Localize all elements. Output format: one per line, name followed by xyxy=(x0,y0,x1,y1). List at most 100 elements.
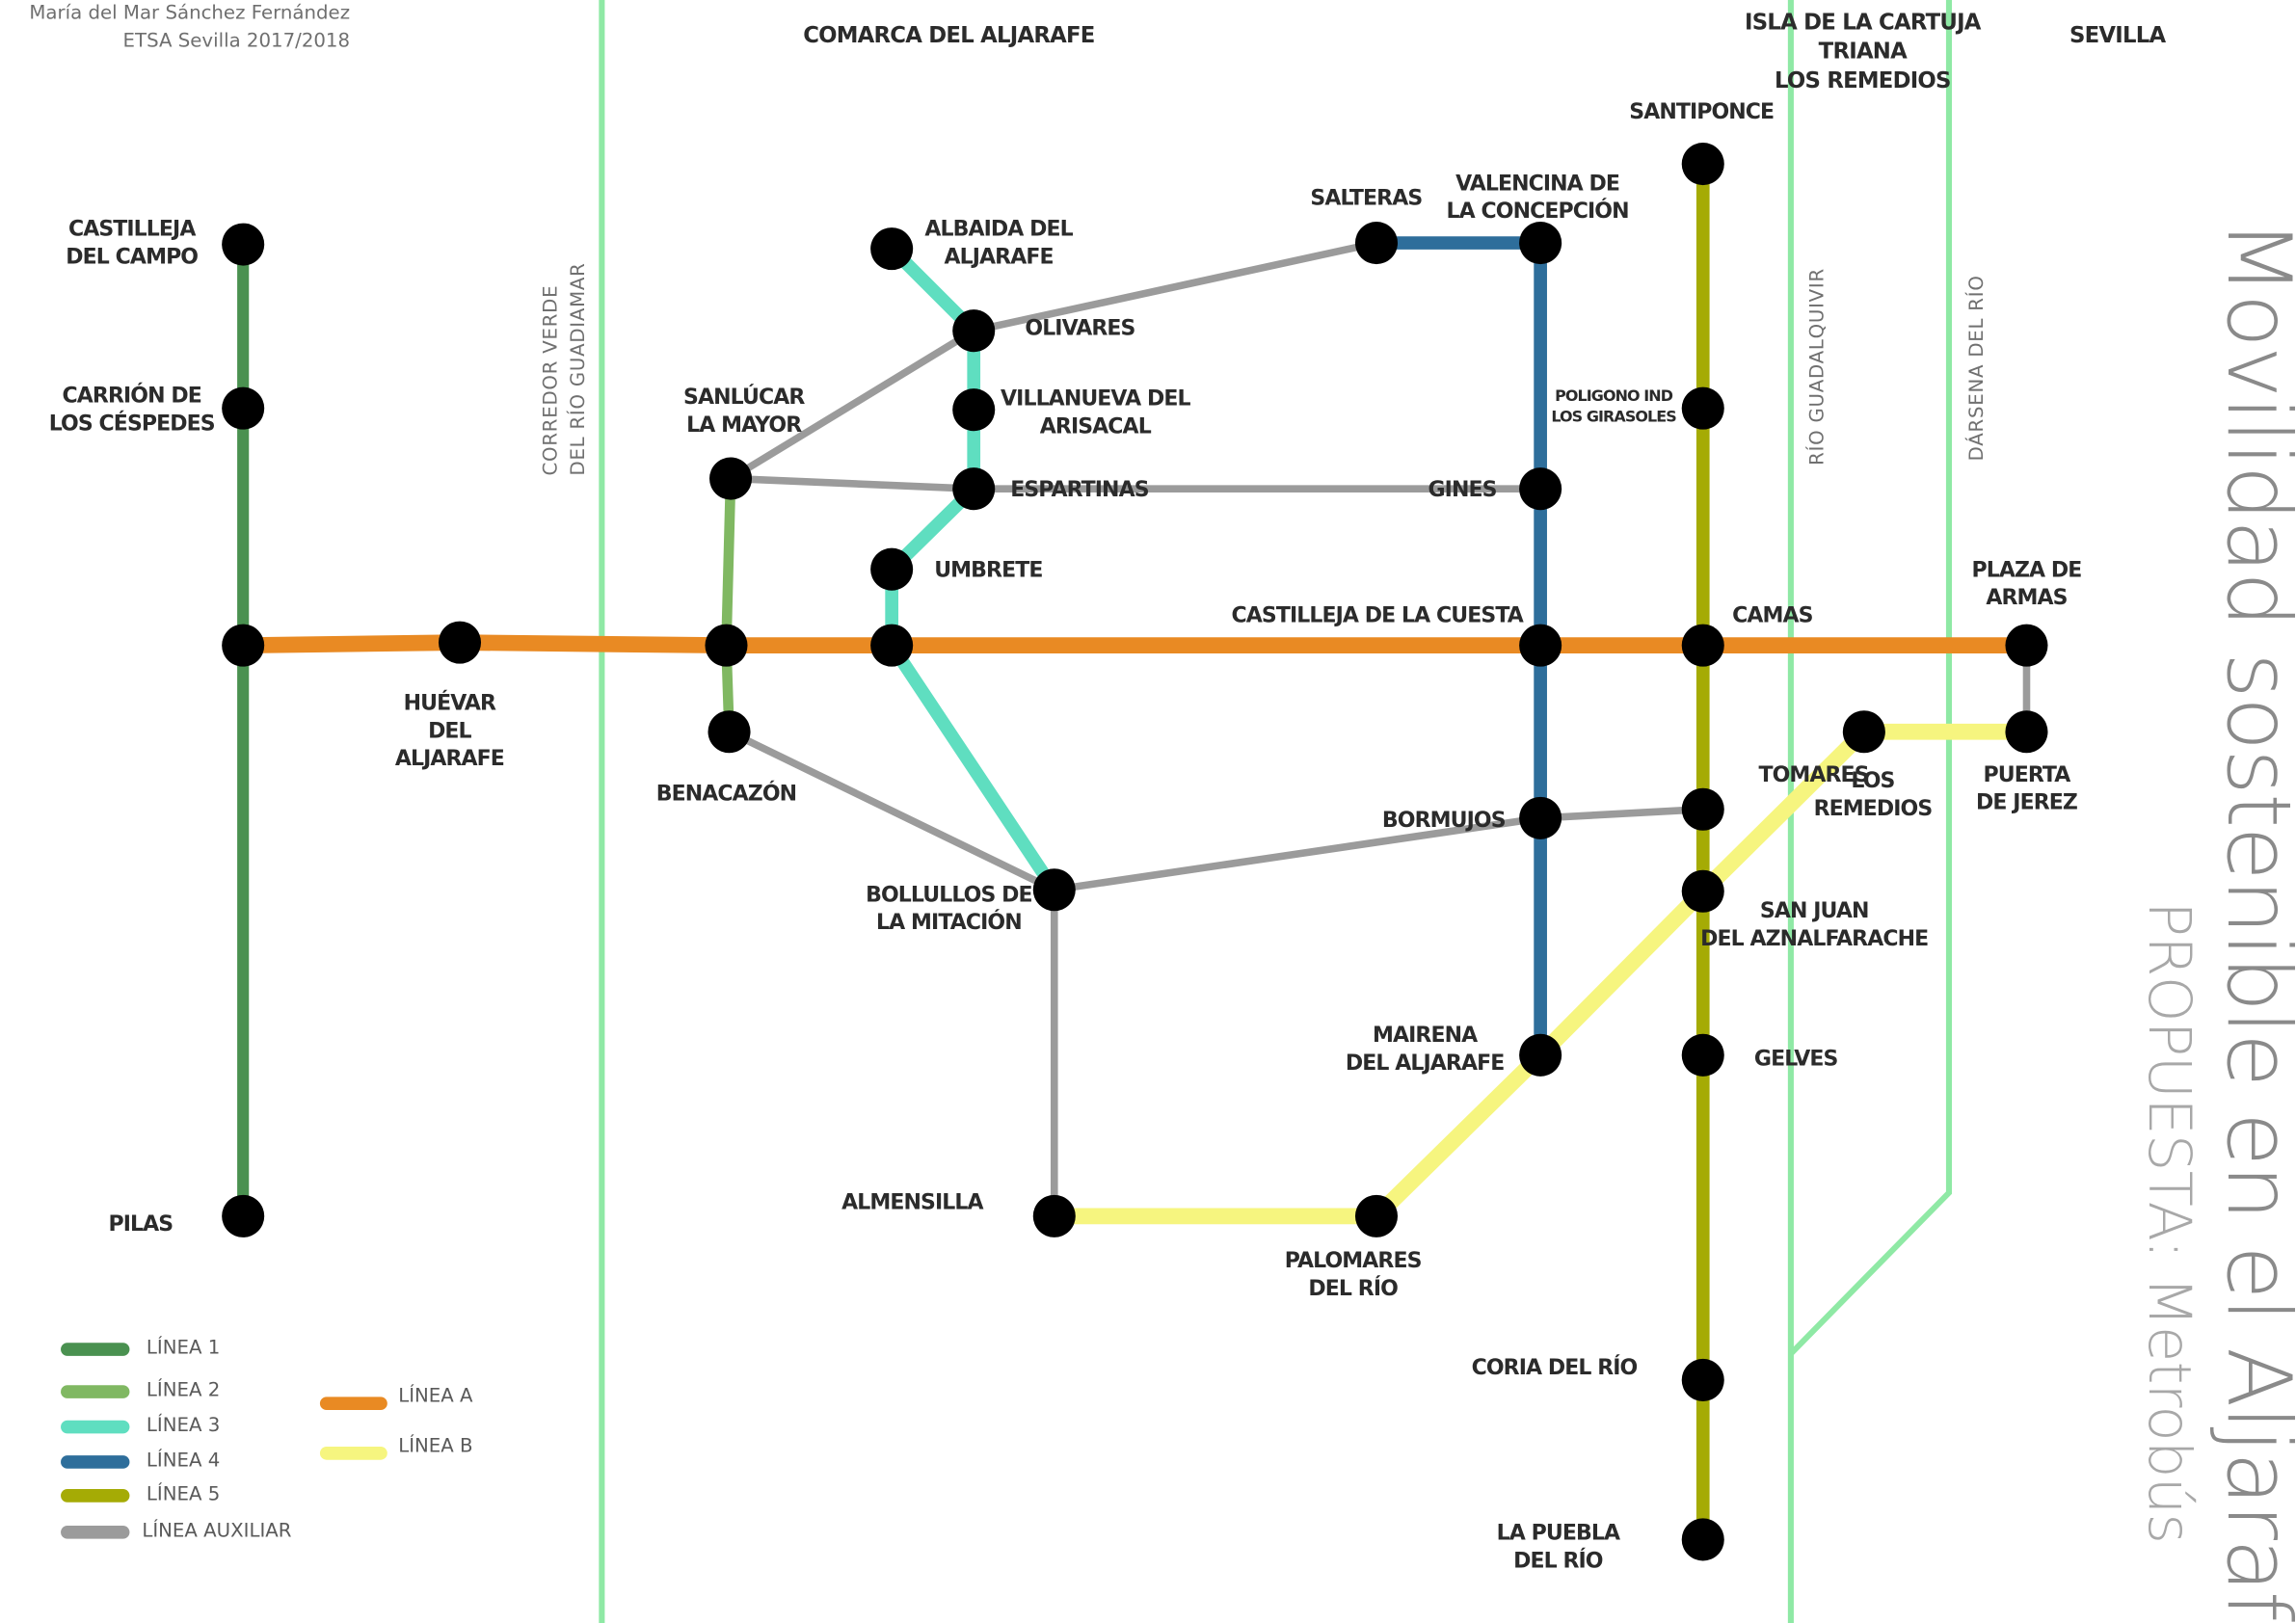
station-dot-carrion[interactable] xyxy=(222,386,265,430)
station-label-puerta-jerez: PUERTA xyxy=(1984,763,2071,787)
route-lineaA[interactable] xyxy=(243,634,2027,654)
author-name: María del Mar Sánchez Fernández xyxy=(29,2,350,24)
station-label-los-remedios: LOS xyxy=(1851,769,1894,793)
station-dot-olivares[interactable] xyxy=(952,309,996,353)
station-label-villanueva: VILLANUEVA DEL xyxy=(1001,387,1190,412)
river-darsena xyxy=(1788,0,1953,1356)
station-dot-umbrete[interactable] xyxy=(870,547,914,591)
station-dot-palomares[interactable] xyxy=(1354,1194,1399,1237)
region-label-sevilla: SEVILLA xyxy=(2069,23,2167,48)
station-label-coria: CORIA DEL RÍO xyxy=(1472,1355,1638,1380)
route-linea2[interactable] xyxy=(721,478,736,732)
station-label-bollullos: BOLLULLOS DE xyxy=(866,883,1032,907)
station-dot-gelves[interactable] xyxy=(1681,1033,1724,1077)
station-dot-santiponce[interactable] xyxy=(1681,143,1724,186)
station-dot-j-l3-a[interactable] xyxy=(870,624,914,667)
station-label-camas: CAMAS xyxy=(1732,603,1813,627)
station-dot-valencina[interactable] xyxy=(1519,222,1562,265)
station-dot-castilleja-campo[interactable] xyxy=(222,223,265,266)
station-label-villanueva: ARISACAL xyxy=(1040,414,1152,439)
station-dot-almensilla[interactable] xyxy=(1032,1194,1076,1237)
station-dot-j-l2-a[interactable] xyxy=(705,624,748,667)
station-label-plaza-armas: PLAZA DE xyxy=(1972,558,2082,582)
station-label-puerta-jerez: DE JEREZ xyxy=(1976,791,2077,815)
legend-label: LÍNEA 4 xyxy=(147,1450,220,1472)
station-dot-salteras[interactable] xyxy=(1354,222,1399,265)
station-label-salteras: SALTERAS xyxy=(1310,187,1422,211)
legend-label: LÍNEA 5 xyxy=(147,1482,220,1504)
station-dot-los-remedios[interactable] xyxy=(1842,710,1885,754)
station-dot-bollullos[interactable] xyxy=(1032,868,1076,912)
region-label-cartuja: TRIANA xyxy=(1819,40,1908,65)
station-label-umbrete: UMBRETE xyxy=(934,558,1042,582)
author-block: María del Mar Sánchez Fernández ETSA Sev… xyxy=(29,2,350,52)
station-label-los-remedios: REMEDIOS xyxy=(1814,797,1933,821)
station-label-san-juan: DEL AZNALFARACHE xyxy=(1700,927,1928,951)
station-label-plaza-armas: ARMAS xyxy=(1986,586,2067,610)
station-dot-castilleja-cuesta[interactable] xyxy=(1519,624,1562,667)
station-label-poligono: POLIGONO IND xyxy=(1555,386,1673,405)
station-dot-plaza-armas[interactable] xyxy=(2005,624,2048,667)
station-label-mairena: DEL ALJARAFE xyxy=(1346,1051,1504,1076)
station-label-valencina: LA CONCEPCIÓN xyxy=(1447,199,1629,224)
station-dot-pilas[interactable] xyxy=(222,1194,265,1237)
station-label-castilleja-campo: CASTILLEJA xyxy=(68,217,196,241)
station-label-castilleja-campo: DEL CAMPO xyxy=(66,245,198,269)
station-dot-san-juan[interactable] xyxy=(1681,869,1724,913)
station-dot-espartinas[interactable] xyxy=(952,467,996,511)
river-label-guadiamar: CORREDOR VERDE xyxy=(539,285,561,476)
station-label-poligono: LOS GIRASOLES xyxy=(1551,407,1676,425)
map-title: Movilidad sostenible en el Aljarafe PROP… xyxy=(2135,220,2296,1623)
station-dot-albaida[interactable] xyxy=(870,227,914,271)
station-label-carrion: LOS CÉSPEDES xyxy=(49,411,215,436)
station-label-la-puebla: DEL RÍO xyxy=(1513,1548,1603,1573)
station-dot-puerta-jerez[interactable] xyxy=(2005,710,2048,754)
station-label-albaida: ALJARAFE xyxy=(944,245,1053,269)
station-dot-j-l1-a[interactable] xyxy=(222,624,265,667)
station-label-gelves: GELVES xyxy=(1754,1047,1838,1071)
legend-label: LÍNEA 3 xyxy=(147,1414,220,1436)
station-label-tomares: TOMARES xyxy=(1758,763,1868,787)
station-dot-gines[interactable] xyxy=(1519,467,1562,511)
station-label-valencina: VALENCINA DE xyxy=(1455,172,1619,196)
route-linea4[interactable] xyxy=(1375,236,1547,1055)
route-aux1[interactable] xyxy=(729,239,1377,482)
station-dot-coria[interactable] xyxy=(1681,1358,1724,1401)
station-dot-huevar[interactable] xyxy=(438,621,482,664)
river-label-guadiamar: DEL RÍO GUADIAMAR xyxy=(567,262,589,475)
station-dot-benacazon[interactable] xyxy=(707,710,751,754)
author-school: ETSA Sevilla 2017/2018 xyxy=(123,30,351,52)
station-label-almensilla: ALMENSILLA xyxy=(841,1190,983,1214)
title-sub: PROPUESTA: Metrobús xyxy=(2135,901,2203,1543)
station-label-sanlucar: SANLÚCAR xyxy=(683,385,805,410)
station-dot-bormujos[interactable] xyxy=(1519,796,1562,839)
station-label-santiponce: SANTIPONCE xyxy=(1629,100,1774,124)
station-dot-mairena[interactable] xyxy=(1519,1033,1562,1077)
station-label-castilleja-cuesta: CASTILLEJA DE LA CUESTA xyxy=(1232,603,1524,627)
station-label-palomares: DEL RÍO xyxy=(1308,1276,1398,1301)
river-label-darsena: DÁRSENA DEL RÍO xyxy=(1965,275,1988,461)
station-label-albaida: ALBAIDA DEL xyxy=(924,217,1073,241)
route-lineaB[interactable] xyxy=(1054,723,2027,1225)
station-dot-camas[interactable] xyxy=(1681,624,1724,667)
station-label-huevar: DEL xyxy=(428,719,472,743)
station-label-pilas: PILAS xyxy=(108,1212,173,1237)
station-label-bormujos: BORMUJOS xyxy=(1382,809,1506,833)
station-dot-la-puebla[interactable] xyxy=(1681,1518,1724,1561)
station-dot-sanlucar[interactable] xyxy=(709,457,753,500)
legend-label: LÍNEA 1 xyxy=(147,1337,220,1359)
station-dot-poligono[interactable] xyxy=(1681,386,1724,430)
station-dot-villanueva[interactable] xyxy=(952,388,996,432)
station-label-bollullos: LA MITACIÓN xyxy=(876,910,1022,935)
station-label-benacazon: BENACAZÓN xyxy=(656,782,796,807)
legend-label: LÍNEA A xyxy=(398,1385,473,1407)
rivers-layer: CORREDOR VERDE DEL RÍO GUADIAMAR RÍO GUADA… xyxy=(539,0,2167,1623)
station-label-carrion: CARRIÓN DE xyxy=(63,384,201,409)
legend: LÍNEA 1 LÍNEA 2 LÍNEA 3 LÍNEA 4 LÍNEA 5 LÍNEA… xyxy=(61,1337,473,1541)
route-aux3[interactable] xyxy=(727,728,1703,894)
station-dot-tomares[interactable] xyxy=(1681,787,1724,831)
routes-layer xyxy=(237,164,2031,1540)
river-label-guadalquivir: RÍO GUADALQUIVIR xyxy=(1805,268,1828,466)
legend-label: LÍNEA 2 xyxy=(147,1379,220,1401)
